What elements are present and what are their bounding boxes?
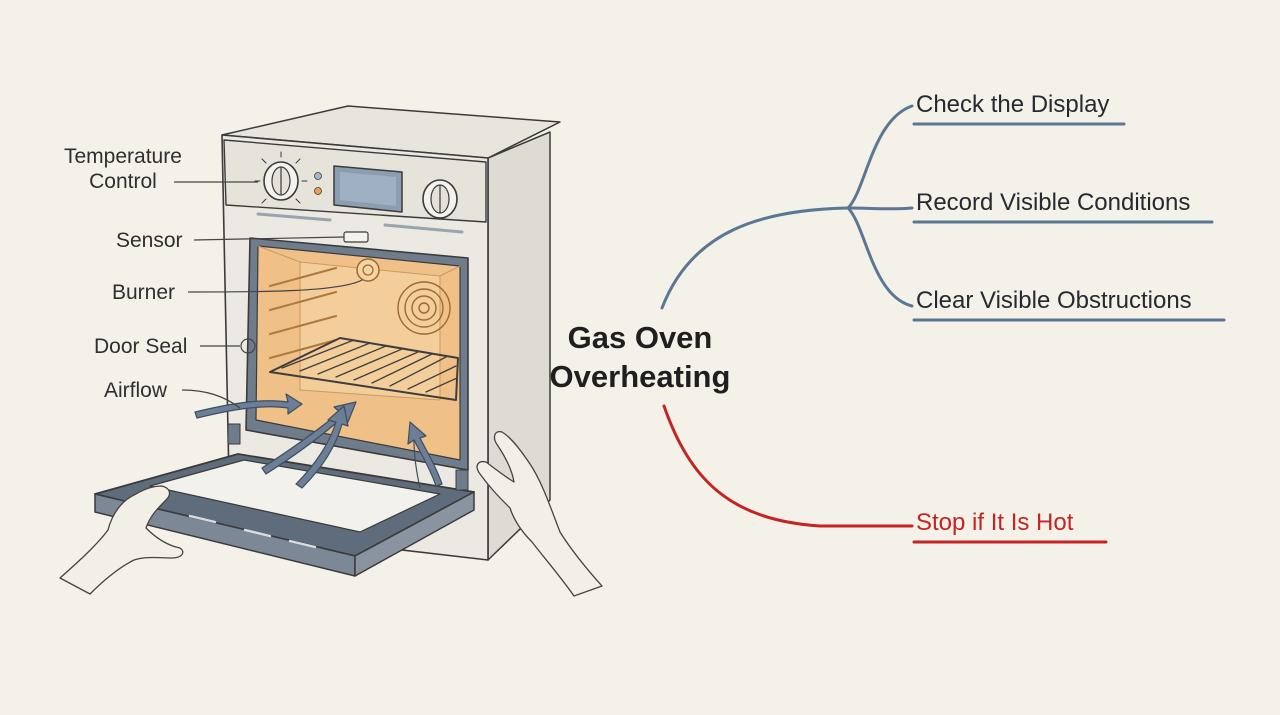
oven-rack bbox=[269, 337, 459, 401]
right-hand bbox=[476, 431, 603, 597]
door-window bbox=[149, 459, 441, 533]
hands bbox=[59, 431, 603, 597]
connector-record-conditions bbox=[846, 206, 914, 211]
right-control-knob[interactable] bbox=[422, 179, 458, 219]
label-airflow: Airflow bbox=[104, 379, 168, 402]
central-topic-line-2: Overheating bbox=[549, 359, 731, 394]
burner-element bbox=[356, 258, 380, 282]
airflow-arrows bbox=[194, 393, 443, 489]
rack-rails bbox=[268, 266, 338, 360]
convection-fan bbox=[397, 281, 451, 335]
branch-underlines bbox=[912, 122, 1226, 544]
connector-trunk bbox=[660, 206, 850, 310]
left-hand bbox=[59, 485, 184, 595]
label-burner: Burner bbox=[112, 281, 176, 304]
central-topic-title: Gas Oven Overheating bbox=[540, 318, 740, 396]
branch-record-visible-conditions: Record Visible Conditions bbox=[916, 189, 1191, 216]
branch-stop-if-it-is-hot: Stop if It Is Hot bbox=[916, 509, 1074, 536]
sensor-module bbox=[343, 231, 369, 243]
label-leader-lines bbox=[174, 181, 363, 409]
label-temperature-control: Temperature Control bbox=[64, 144, 182, 194]
temperature-control-knob[interactable] bbox=[254, 151, 308, 204]
label-sensor: Sensor bbox=[116, 229, 183, 252]
mind-map-connectors bbox=[660, 104, 914, 528]
connector-stop-if-hot bbox=[662, 404, 914, 528]
connector-check-display bbox=[846, 104, 914, 210]
indicator-light-orange bbox=[314, 187, 322, 195]
connector-clear-obstructions bbox=[846, 206, 914, 308]
central-topic-line-1: Gas Oven bbox=[567, 320, 713, 355]
label-door-seal: Door Seal bbox=[94, 335, 188, 358]
indicator-light-blue bbox=[314, 172, 322, 180]
branch-clear-visible-obstructions: Clear Visible Obstructions bbox=[916, 287, 1192, 314]
label-temperature-control-line-2: Control bbox=[89, 170, 157, 193]
label-temperature-control-line-1: Temperature bbox=[64, 145, 182, 168]
branch-check-the-display: Check the Display bbox=[916, 91, 1110, 118]
